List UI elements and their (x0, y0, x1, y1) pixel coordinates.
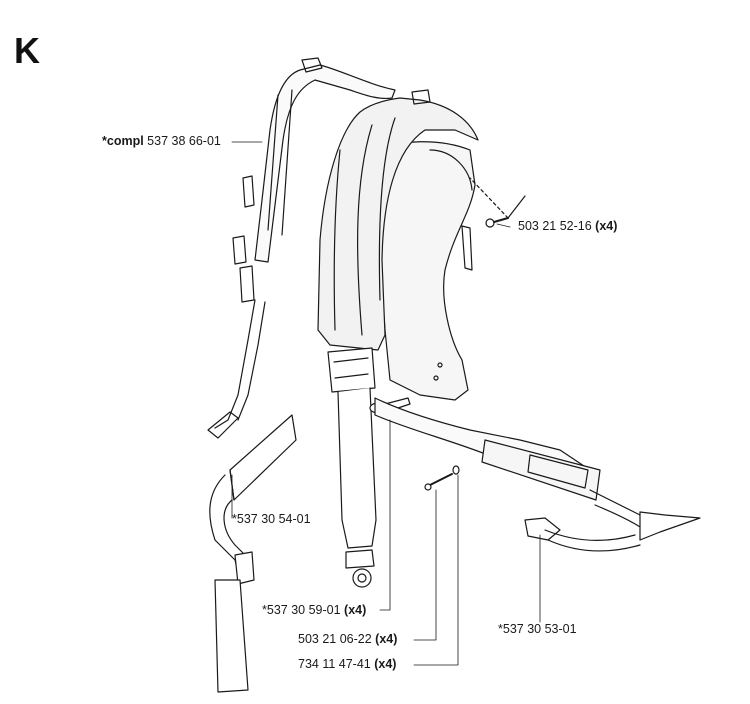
screw-lower (427, 473, 453, 487)
callout-screw-lower-number: 503 21 06-22 (298, 632, 372, 646)
callout-washer: 734 11 47-41 (x4) (298, 657, 396, 671)
callout-screw-upper: 503 21 52-16 (x4) (518, 219, 617, 233)
washer-part (452, 465, 460, 475)
callout-screw-upper-number: 503 21 52-16 (518, 219, 592, 233)
callout-belt-right: *537 30 53-01 (498, 622, 577, 636)
side-buckle (234, 551, 255, 585)
right-shoulder-strap (317, 97, 479, 351)
callout-knob-qty: (x4) (344, 603, 367, 617)
callout-compl: *compl 537 38 66-01 (102, 134, 221, 148)
callout-screw-lower-qty: (x4) (375, 632, 398, 646)
callout-screw-lower: 503 21 06-22 (x4) (298, 632, 397, 646)
callout-pad-left-number: *537 30 54-01 (232, 512, 311, 526)
callout-belt-right-number: *537 30 53-01 (498, 622, 577, 636)
waist-pad-left (229, 414, 297, 501)
callout-washer-qty: (x4) (374, 657, 397, 671)
left-shoulder-strap (254, 64, 396, 263)
callout-knob-number: *537 30 59-01 (262, 603, 341, 617)
callout-screw-upper-qty: (x4) (595, 219, 618, 233)
callout-washer-number: 734 11 47-41 (298, 657, 371, 671)
callout-compl-number: 537 38 66-01 (147, 134, 221, 148)
section-letter: K (14, 30, 40, 71)
callout-pad-left: *537 30 54-01 (232, 512, 311, 526)
right-buckle (327, 347, 376, 393)
screw-upper (485, 218, 495, 228)
callout-compl-prefix: *compl (102, 134, 144, 148)
callout-knob: *537 30 59-01 (x4) (262, 603, 366, 617)
back-plate (371, 141, 476, 401)
